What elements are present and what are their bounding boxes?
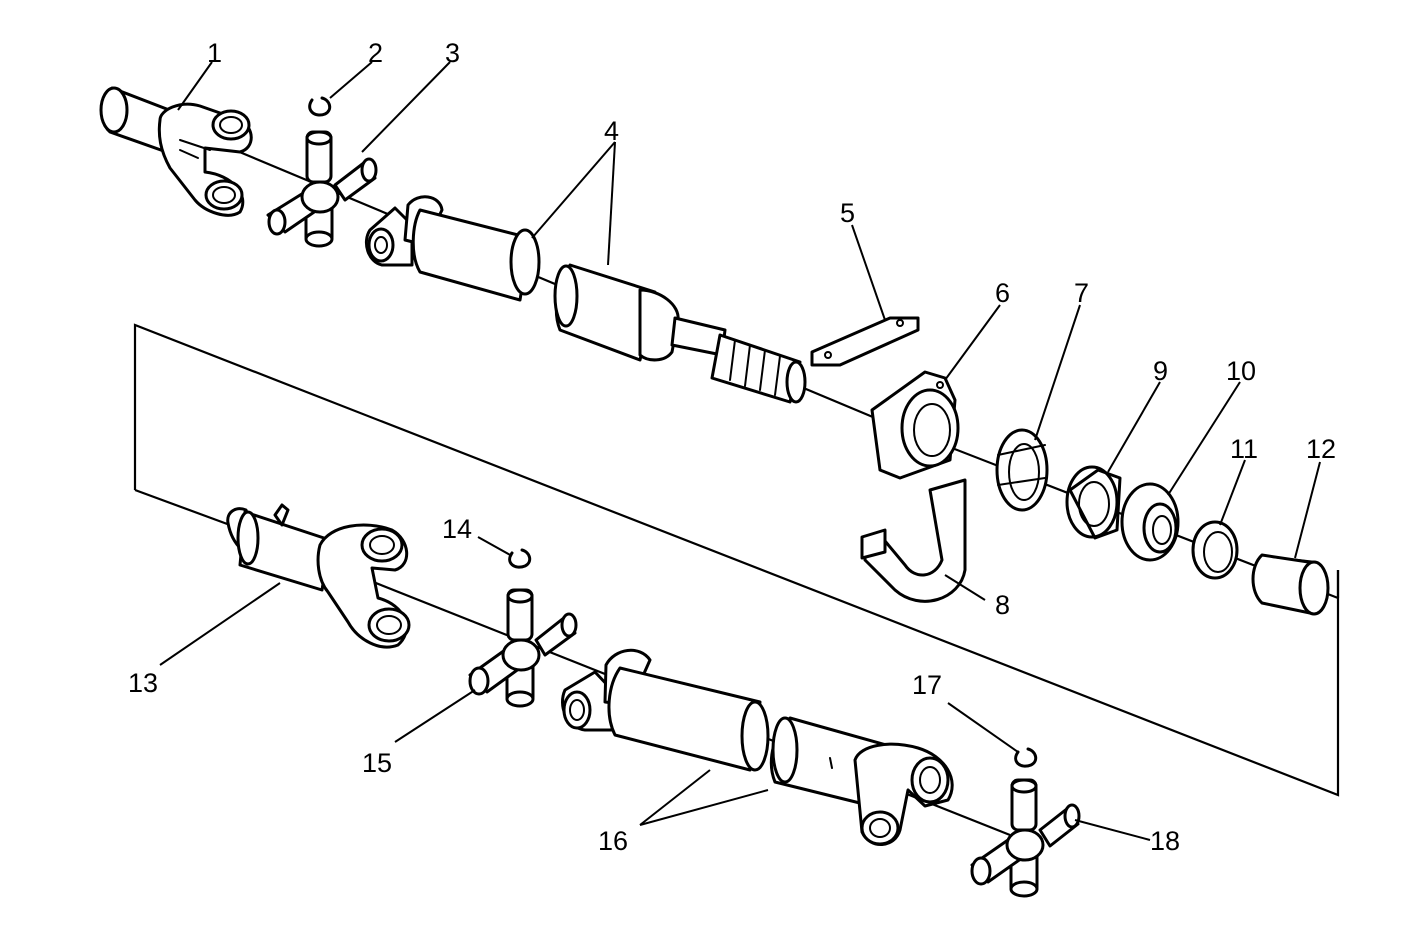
callout-10: 10	[1226, 356, 1256, 386]
callout-labels: 1 2 3 4 5 6 7 8 9 10 11 12 13 14 15 16 1…	[128, 38, 1336, 856]
callout-14: 14	[442, 514, 472, 544]
callout-11: 11	[1230, 434, 1258, 464]
snap-ring-rear	[1014, 747, 1038, 768]
callout-4: 4	[604, 116, 619, 146]
callout-7: 7	[1074, 278, 1089, 308]
front-slip-yoke	[99, 86, 253, 217]
universal-joint-rear	[970, 778, 1081, 898]
universal-joint-upper	[266, 130, 378, 248]
callout-16: 16	[598, 826, 628, 856]
callout-6: 6	[995, 278, 1010, 308]
callout-12: 12	[1306, 434, 1336, 464]
center-bearing	[1065, 465, 1122, 540]
rear-slip-yoke	[226, 503, 411, 649]
rear-shaft-tube-rear	[770, 716, 954, 846]
callout-9: 9	[1153, 356, 1168, 386]
callout-18: 18	[1150, 826, 1180, 856]
support-u-bracket	[860, 478, 967, 603]
callout-15: 15	[362, 748, 392, 778]
front-shaft-tube	[365, 195, 541, 302]
front-shaft-stub	[553, 263, 807, 404]
snap-ring-upper	[308, 96, 332, 117]
bearing-slinger	[995, 428, 1049, 512]
assembly-frame	[133, 323, 1340, 797]
callout-1: 1	[207, 38, 222, 68]
callout-2: 2	[368, 38, 383, 68]
retaining-ring	[1191, 520, 1239, 580]
callout-8: 8	[995, 590, 1010, 620]
snap-ring-lower-front	[508, 548, 532, 569]
callout-5: 5	[840, 198, 855, 228]
support-bracket-plate	[810, 316, 920, 367]
dust-shield	[1120, 482, 1180, 562]
callout-3: 3	[445, 38, 460, 68]
center-bearing-support	[870, 370, 960, 480]
rear-shaft-tube-front	[561, 649, 770, 772]
callout-17: 17	[912, 670, 942, 700]
universal-joint-lower-front	[468, 588, 578, 708]
callout-13: 13	[128, 668, 158, 698]
leader-lines	[159, 61, 1321, 841]
tube-sleeve	[1251, 553, 1330, 616]
